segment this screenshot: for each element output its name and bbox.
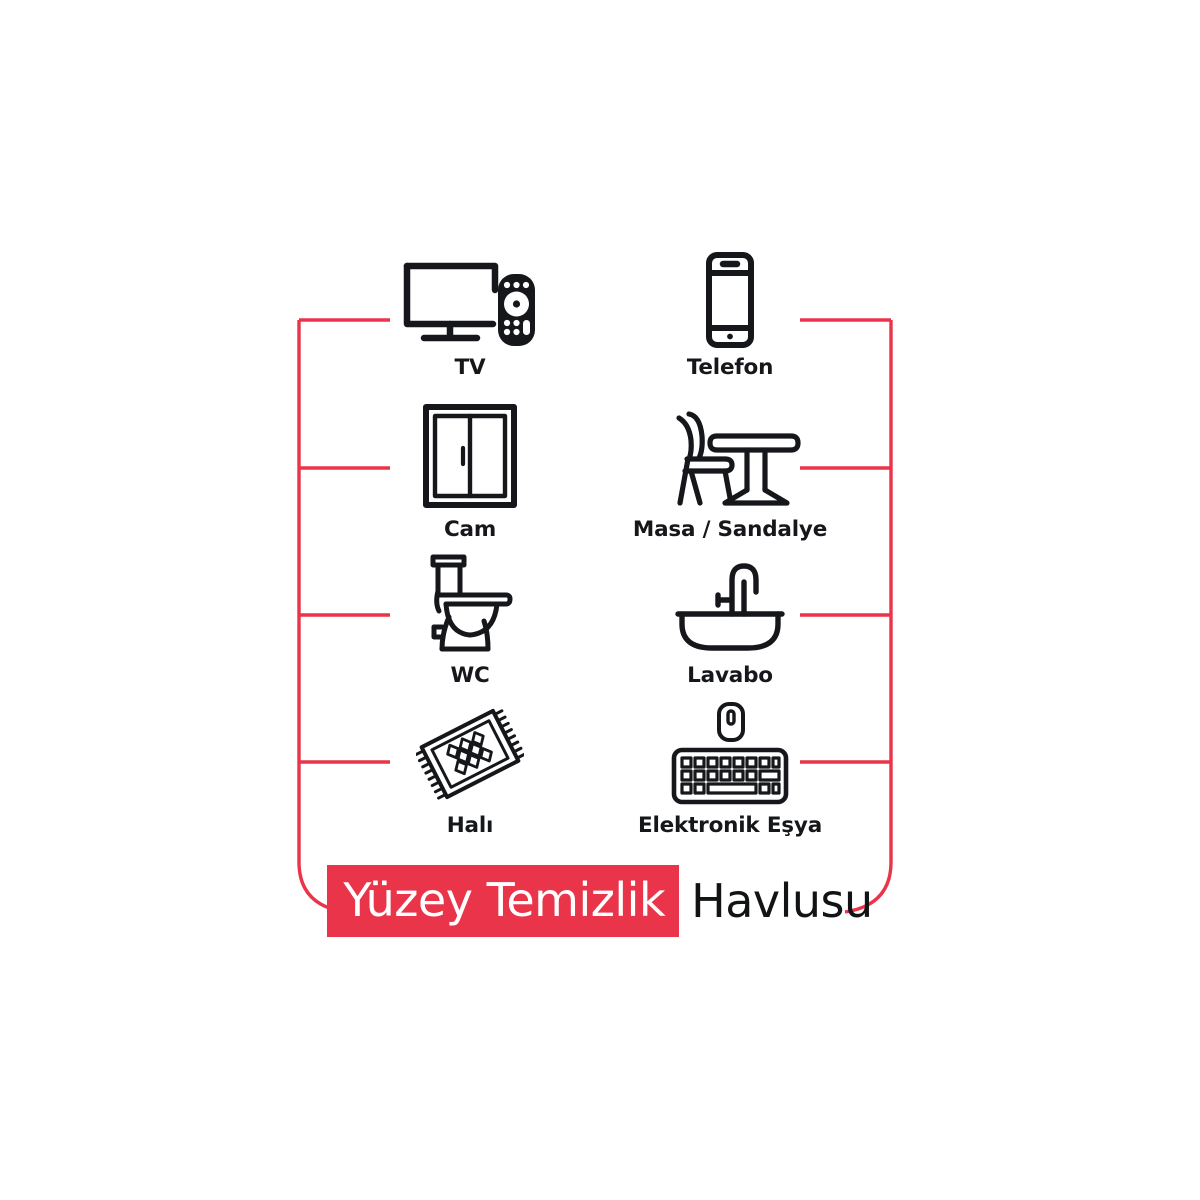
grid-item-label: Masa / Sandalye xyxy=(632,517,828,542)
grid-item-elektronik-esya: Elektronik Eşya xyxy=(600,698,860,848)
grid-item-label: Elektronik Eşya xyxy=(637,813,823,838)
grid-item-hali: Halı xyxy=(340,698,600,848)
grid-item-label: Cam xyxy=(443,517,497,542)
grid-item-telefon: Telefon xyxy=(600,248,860,398)
product-title-highlight: Yüzey Temizlik xyxy=(327,865,680,937)
rug-icon xyxy=(416,698,524,810)
product-title-plain: Havlusu xyxy=(691,874,873,928)
grid-item-tv: TV xyxy=(340,248,600,398)
frame-left-edge xyxy=(297,320,346,914)
grid-item-label: Lavabo xyxy=(687,663,773,688)
toilet-icon xyxy=(422,548,518,660)
surface-icon-grid: TV Telefon xyxy=(340,248,860,848)
grid-item-lavabo: Lavabo xyxy=(600,548,860,698)
grid-item-label: Telefon xyxy=(686,355,774,380)
window-icon xyxy=(420,398,520,514)
tv-remote-icon xyxy=(397,248,543,352)
grid-item-label: WC xyxy=(450,663,490,688)
product-title: Yüzey Temizlik Havlusu xyxy=(0,865,1200,937)
grid-item-label: Halı xyxy=(446,813,494,838)
grid-item-wc: WC xyxy=(340,548,600,698)
sink-faucet-icon xyxy=(668,548,792,660)
keyboard-mouse-icon xyxy=(666,698,794,810)
table-chair-icon xyxy=(655,398,805,514)
grid-item-cam: Cam xyxy=(340,398,600,548)
grid-item-masa-sandalye: Masa / Sandalye xyxy=(600,398,860,548)
smartphone-icon xyxy=(692,248,768,352)
grid-item-label: TV xyxy=(454,355,486,380)
